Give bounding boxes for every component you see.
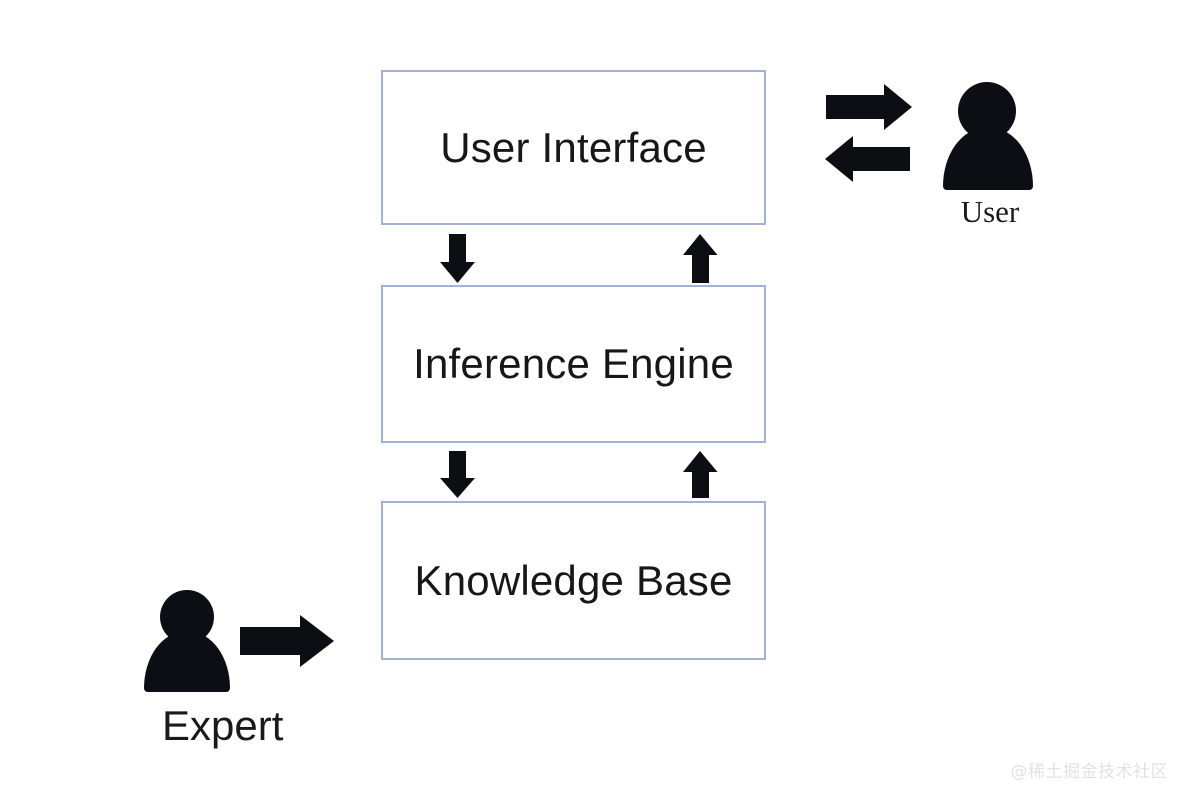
actor-expert[interactable]: Expert bbox=[140, 590, 290, 765]
arrow-down-icon-ui-to-ie bbox=[440, 234, 475, 283]
node-inference-engine[interactable]: Inference Engine bbox=[381, 285, 766, 443]
actor-user[interactable]: User bbox=[940, 82, 1040, 232]
actor-expert-label: Expert bbox=[162, 702, 284, 749]
actor-user-label: User bbox=[960, 194, 1020, 229]
arrow-down-icon-ie-to-kb bbox=[440, 451, 475, 498]
person-body-icon bbox=[943, 128, 1033, 190]
arrow-right-icon-user-to-ui bbox=[826, 84, 912, 130]
arrow-up-icon-kb-to-ie bbox=[683, 451, 718, 498]
node-knowledge-base[interactable]: Knowledge Base bbox=[381, 501, 766, 660]
node-user-interface[interactable]: User Interface bbox=[381, 70, 766, 225]
node-inference-engine-label: Inference Engine bbox=[413, 340, 734, 387]
person-body-icon bbox=[144, 632, 230, 692]
node-knowledge-base-label: Knowledge Base bbox=[414, 556, 733, 604]
watermark: @稀土掘金技术社区 bbox=[1010, 762, 1168, 782]
arrow-up-icon-ie-to-ui bbox=[683, 234, 718, 283]
node-user-interface-label: User Interface bbox=[440, 123, 707, 171]
arrow-left-icon-ui-to-user bbox=[825, 136, 910, 182]
